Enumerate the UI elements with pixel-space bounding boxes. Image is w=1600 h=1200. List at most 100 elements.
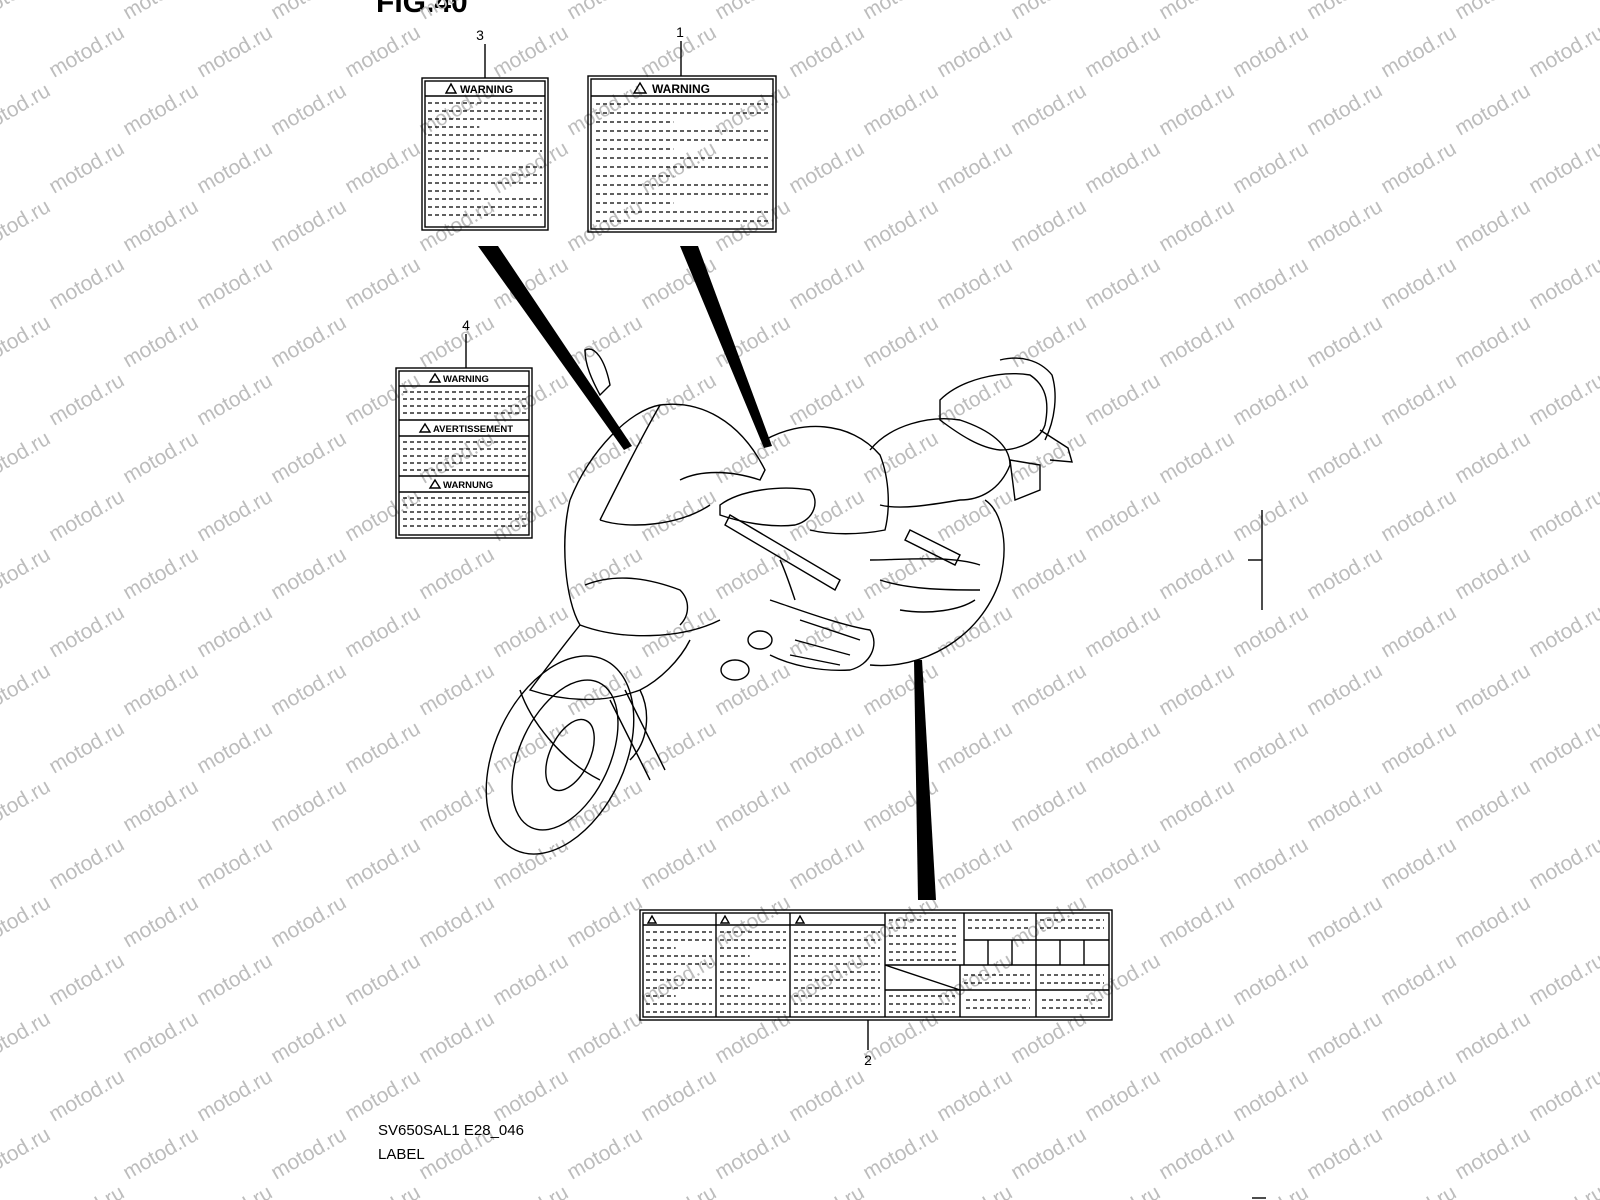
- watermark-text: motod.ru: [193, 1065, 276, 1126]
- watermark-text: motod.ru: [1007, 79, 1090, 140]
- label-3-sticker: WARNING: [421, 77, 549, 231]
- watermark-text: motod.ru: [785, 253, 868, 314]
- watermark-text: motod.ru: [193, 369, 276, 430]
- warning-triangle-icon: [646, 914, 658, 924]
- watermark-text: motod.ru: [859, 311, 942, 372]
- watermark-text: motod.ru: [1007, 659, 1090, 720]
- watermark-text: motod.ru: [1303, 311, 1386, 372]
- watermark-text: motod.ru: [45, 21, 128, 82]
- watermark-text: motod.ru: [563, 1007, 646, 1068]
- watermark-text: motod.ru: [1451, 659, 1534, 720]
- figure-title: FIG.40: [376, 0, 468, 19]
- watermark-text: motod.ru: [1155, 0, 1238, 24]
- watermark-text: motod.ru: [45, 137, 128, 198]
- watermark-text: motod.ru: [1303, 659, 1386, 720]
- watermark-text: motod.ru: [1229, 1181, 1312, 1200]
- watermark-text: motod.ru: [1155, 427, 1238, 488]
- watermark-text: motod.ru: [1377, 485, 1460, 546]
- label-1-sticker: WARNING: [587, 75, 777, 233]
- watermark-text: motod.ru: [1451, 775, 1534, 836]
- watermark-text: motod.ru: [0, 311, 54, 372]
- watermark-text: motod.ru: [119, 195, 202, 256]
- watermark-text: motod.ru: [489, 1181, 572, 1200]
- watermark-text: motod.ru: [1377, 1065, 1460, 1126]
- watermark-text: motod.ru: [711, 427, 794, 488]
- warning-triangle-icon: [428, 372, 442, 383]
- watermark-text: motod.ru: [1451, 891, 1534, 952]
- watermark-text: motod.ru: [859, 195, 942, 256]
- watermark-text: motod.ru: [1451, 1007, 1534, 1068]
- watermark-text: motod.ru: [711, 659, 794, 720]
- watermark-text: motod.ru: [267, 0, 350, 24]
- watermark-text: motod.ru: [1377, 717, 1460, 778]
- label-3-heading: WARNING: [460, 84, 513, 96]
- watermark-text: motod.ru: [1377, 21, 1460, 82]
- watermark-text: motod.ru: [1525, 485, 1600, 546]
- watermark-text: motod.ru: [45, 833, 128, 894]
- watermark-text: motod.ru: [1081, 137, 1164, 198]
- watermark-text: motod.ru: [933, 949, 1016, 1010]
- watermark-text: motod.ru: [0, 891, 54, 952]
- watermark-text: motod.ru: [859, 79, 942, 140]
- watermark-text: motod.ru: [193, 21, 276, 82]
- label-2-sticker: [639, 909, 1113, 1021]
- label-4-heading-fr: AVERTISSEMENT: [433, 424, 513, 435]
- watermark-text: motod.ru: [637, 1065, 720, 1126]
- watermark-text: motod.ru: [1081, 485, 1164, 546]
- watermark-text: motod.ru: [1155, 659, 1238, 720]
- watermark-text: motod.ru: [933, 253, 1016, 314]
- watermark-text: motod.ru: [1377, 253, 1460, 314]
- watermark-text: motod.ru: [1377, 369, 1460, 430]
- watermark-text: motod.ru: [1081, 1065, 1164, 1126]
- label-4-heading-de: WARNUNG: [443, 480, 493, 491]
- watermark-text: motod.ru: [1525, 137, 1600, 198]
- callout-2: 2: [864, 1020, 872, 1068]
- warning-triangle-icon: [444, 82, 458, 94]
- watermark-text: motod.ru: [859, 891, 942, 952]
- watermark-text: motod.ru: [0, 427, 54, 488]
- watermark-text: motod.ru: [1377, 949, 1460, 1010]
- warning-triangle-icon: [418, 422, 432, 433]
- watermark-text: motod.ru: [193, 949, 276, 1010]
- watermark-text: motod.ru: [785, 717, 868, 778]
- watermark-text: motod.ru: [1525, 1181, 1600, 1200]
- watermark-text: motod.ru: [1303, 79, 1386, 140]
- watermark-text: motod.ru: [785, 21, 868, 82]
- watermark-text: motod.ru: [859, 1123, 942, 1184]
- watermark-text: motod.ru: [193, 601, 276, 662]
- watermark-text: motod.ru: [415, 1007, 498, 1068]
- watermark-text: motod.ru: [119, 1123, 202, 1184]
- watermark-text: motod.ru: [1229, 949, 1312, 1010]
- watermark-text: motod.ru: [859, 0, 942, 24]
- watermark-text: motod.ru: [0, 79, 54, 140]
- watermark-text: motod.ru: [1155, 79, 1238, 140]
- watermark-text: motod.ru: [933, 137, 1016, 198]
- watermark-text: motod.ru: [415, 311, 498, 372]
- watermark-text: motod.ru: [341, 601, 424, 662]
- watermark-text: motod.ru: [1303, 195, 1386, 256]
- watermark-text: motod.ru: [1525, 253, 1600, 314]
- label-4-heading-en: WARNING: [443, 374, 489, 385]
- watermark-text: motod.ru: [563, 0, 646, 24]
- svg-text:2: 2: [864, 1052, 872, 1068]
- watermark-text: motod.ru: [1525, 21, 1600, 82]
- watermark-text: motod.ru: [1229, 253, 1312, 314]
- watermark-text: motod.ru: [711, 195, 794, 256]
- watermark-text: motod.ru: [119, 0, 202, 24]
- watermark-text: motod.ru: [1303, 1007, 1386, 1068]
- watermark-text: motod.ru: [193, 833, 276, 894]
- watermark-text: motod.ru: [415, 891, 498, 952]
- watermark-text: motod.ru: [267, 659, 350, 720]
- watermark-text: motod.ru: [0, 543, 54, 604]
- warning-triangle-icon: [719, 914, 731, 924]
- watermark-text: motod.ru: [1007, 543, 1090, 604]
- watermark-text: motod.ru: [563, 1123, 646, 1184]
- watermark-text: motod.ru: [267, 195, 350, 256]
- watermark-text: motod.ru: [1229, 137, 1312, 198]
- callout-3: 3: [476, 27, 486, 78]
- watermark-text: motod.ru: [267, 891, 350, 952]
- watermark-text: motod.ru: [341, 717, 424, 778]
- watermark-text: motod.ru: [1229, 601, 1312, 662]
- watermark-text: motod.ru: [1081, 1181, 1164, 1200]
- watermark-text: motod.ru: [1007, 891, 1090, 952]
